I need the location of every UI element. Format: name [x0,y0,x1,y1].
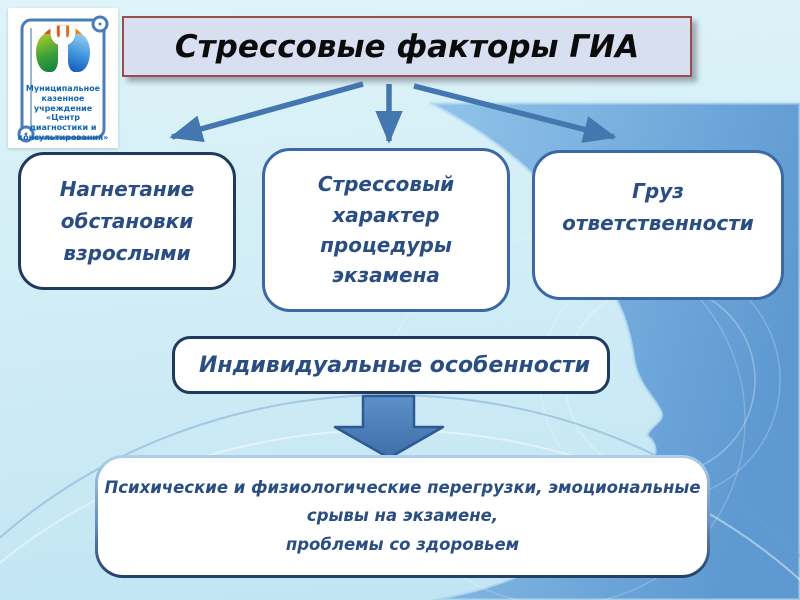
org-line: Муниципальное [25,84,101,93]
factor-line: характер [332,202,440,227]
individual-traits-label: Индивидуальные особенности [199,352,591,378]
individual-traits-box: Индивидуальные особенности [172,336,610,394]
emblem-face-left [36,34,58,72]
consequences-text: Психические и физиологические перегрузки… [98,458,707,575]
factor-line: ответственности [562,211,754,235]
consequences-line: срывы на экзамене, [306,506,499,526]
org-line: казенное [41,93,85,103]
org-line: «Центр [46,113,80,123]
consequences-line: Психические и физиологические перегрузки… [104,477,701,497]
factor-line: Стрессовый [317,172,455,197]
connector-arrows [169,81,617,144]
factor-line: Нагнетание [59,177,195,201]
factor-line: экзамена [332,263,440,288]
consequences-box: Психические и физиологические перегрузки… [95,455,710,578]
slide-title: Стрессовые факторы ГИА [122,16,692,77]
org-line: учреждение [33,103,93,113]
factor-box-responsibility: Груз ответственности [532,150,784,300]
factor-line: процедуры [320,233,452,257]
connector-arrow-right-icon [413,83,617,143]
org-line: диагностики и [29,123,97,132]
connector-arrow-left-icon [169,81,364,143]
organization-name: Муниципальное казенное учреждение «Центр… [14,84,112,143]
block-down-arrow-icon [333,394,445,460]
emblem-face-right [68,34,90,72]
consequences-line: проблемы со здоровьем [285,534,520,554]
factor-line: взрослыми [63,241,191,265]
factor-line: обстановки [60,209,194,233]
factor-line: Груз [632,179,684,203]
factor-box-exam-procedure: Стрессовый характер процедуры экзамена [262,148,510,312]
org-line: консультирования» [17,132,109,142]
psychology-emblem-icon: Ψ [32,19,94,77]
organization-logo: Ψ Муниципальное казенное учреждение «Цен… [8,8,118,148]
psi-symbol: Ψ [48,19,78,59]
factor-box-adults: Нагнетание обстановки взрослыми [18,152,236,290]
